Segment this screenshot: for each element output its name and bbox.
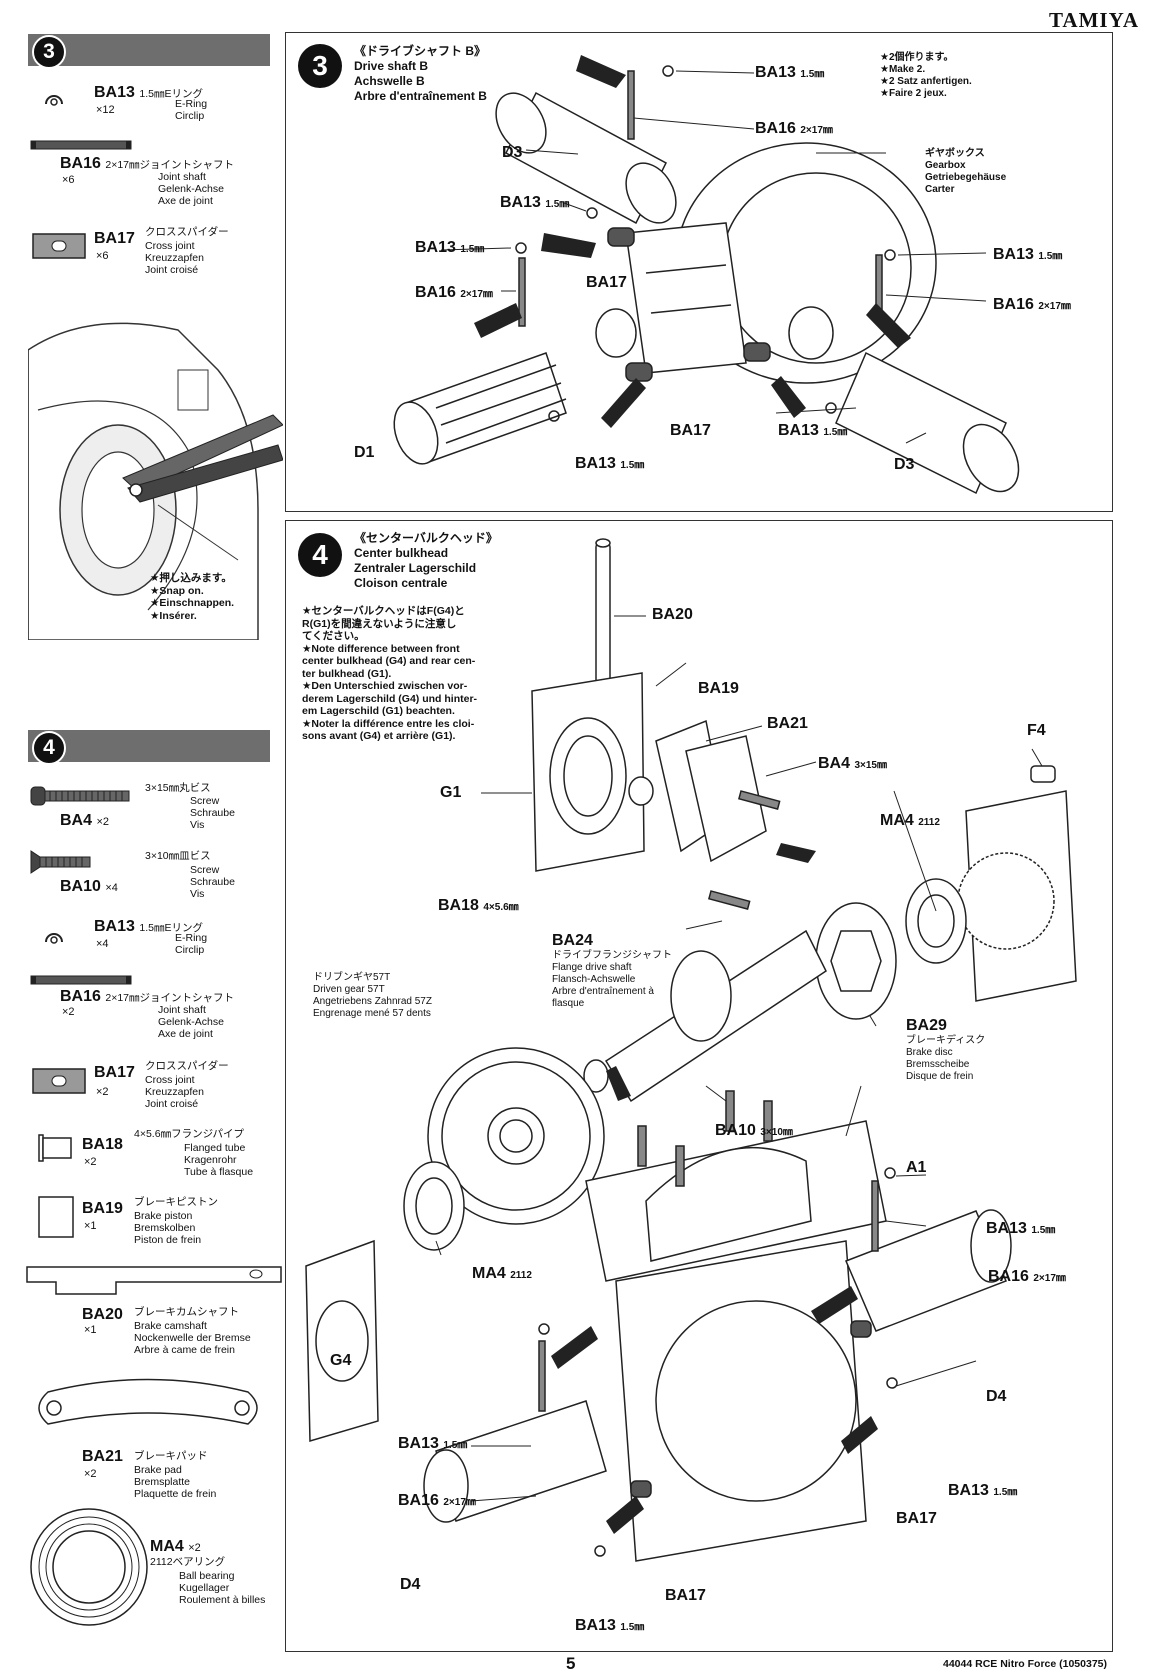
part-ba16: BA16 2×17㎜ジョイントシャフト	[60, 988, 235, 1005]
step-number: 4	[32, 731, 66, 765]
part-ba16: BA16 2×17㎜ジョイントシャフト	[60, 155, 235, 172]
round-screw-icon	[30, 786, 130, 806]
label-ba16: BA16 2×17㎜	[993, 296, 1071, 313]
flanged-tube-icon	[38, 1134, 72, 1162]
part-ba19: BA19	[82, 1200, 123, 1217]
brake-piston-icon	[38, 1196, 74, 1238]
part-ba17: BA17	[94, 230, 135, 247]
label-ba18: BA18 4×5.6㎜	[438, 897, 519, 914]
label-ba13: BA13 1.5㎜	[993, 246, 1063, 263]
label-ba16: BA16 2×17㎜	[415, 284, 493, 301]
label-ba20: BA20	[652, 606, 693, 623]
label-ma4: MA4 2112	[880, 812, 940, 829]
snap-on-closeup-illustration	[28, 322, 283, 640]
e-ring-icon	[45, 933, 63, 944]
label-ba4: BA4 3×15㎜	[818, 755, 887, 772]
label-ba13: BA13 1.5㎜	[986, 1220, 1056, 1237]
cross-joint-icon	[32, 233, 86, 259]
step4-panel	[285, 520, 1113, 1652]
brand-logo: TAMIYA	[1048, 8, 1139, 32]
label-d1: D1	[354, 444, 375, 461]
label-ba13: BA13 1.5㎜	[575, 1617, 645, 1634]
part-ba13: BA13 1.5㎜Eリング	[94, 84, 203, 101]
label-ma4: MA4 2112	[472, 1265, 532, 1282]
label-ba13: BA13 1.5㎜	[415, 239, 485, 256]
ball-bearing-icon	[30, 1508, 148, 1626]
part-ba21: BA21	[82, 1448, 123, 1465]
part-ma4: MA4 ×2	[150, 1538, 201, 1555]
step4-number: 4	[298, 533, 342, 577]
joint-shaft-icon	[30, 140, 132, 150]
label-ba17: BA17	[586, 274, 627, 291]
label-ba17: BA17	[670, 422, 711, 439]
brake-pad-icon	[38, 1378, 258, 1425]
sidebar-step3-header: 3	[28, 34, 270, 69]
step3-number: 3	[298, 44, 342, 88]
label-ba13: BA13 1.5㎜	[398, 1435, 468, 1452]
label-ba16: BA16 2×17㎜	[755, 120, 833, 137]
part-ba18: BA18	[82, 1136, 123, 1153]
label-d4: D4	[986, 1388, 1007, 1405]
label-ba13: BA13 1.5㎜	[778, 422, 848, 439]
label-d4: D4	[400, 1576, 421, 1593]
label-ba10: BA10 3×10㎜	[715, 1122, 793, 1139]
part-ba10: BA10 ×4	[60, 878, 118, 895]
kit-reference: 44044 RCE Nitro Force (1050375)	[943, 1658, 1107, 1670]
label-g4: G4	[330, 1352, 352, 1369]
sidebar-step4-header: 4	[28, 730, 270, 765]
label-g1: G1	[440, 784, 462, 801]
label-ba17: BA17	[665, 1587, 706, 1604]
label-f4: F4	[1027, 722, 1046, 739]
snap-on-note: ★押し込みます。★Snap on.★Einschnappen.★Insérer.	[150, 572, 235, 622]
part-ba20: BA20	[82, 1306, 123, 1323]
label-ba17: BA17	[896, 1510, 937, 1527]
countersunk-screw-icon	[30, 850, 91, 874]
part-ba17: BA17	[94, 1064, 135, 1081]
label-d3: D3	[894, 456, 915, 473]
label-ba13: BA13 1.5㎜	[575, 455, 645, 472]
center-bulkhead-assembly-illustration	[305, 538, 1077, 1562]
part-ba4: BA4 ×2	[60, 812, 110, 829]
label-d3: D3	[502, 144, 523, 161]
label-ba16: BA16 2×17㎜	[398, 1492, 476, 1509]
step-number: 3	[32, 35, 66, 69]
joint-shaft-icon	[30, 975, 132, 985]
label-ba19: BA19	[698, 680, 739, 697]
label-ba21: BA21	[767, 715, 808, 732]
drive-shaft-assembly-illustration	[393, 55, 1020, 495]
label-a1: A1	[906, 1159, 927, 1176]
page-number: 5	[566, 1654, 576, 1673]
make-two-note: ★2個作ります。★Make 2.★2 Satz anfertigen.★Fair…	[880, 52, 972, 99]
label-ba13: BA13 1.5㎜	[948, 1482, 1018, 1499]
brake-camshaft-icon	[26, 1266, 282, 1295]
label-ba13: BA13 1.5㎜	[500, 194, 570, 211]
cross-joint-icon	[32, 1068, 86, 1094]
e-ring-icon	[45, 95, 63, 106]
label-ba13: BA13 1.5㎜	[755, 64, 825, 81]
part-ba13: BA13 1.5㎜Eリング	[94, 918, 203, 935]
label-ba16: BA16 2×17㎜	[988, 1268, 1066, 1285]
step3-panel	[285, 32, 1113, 512]
